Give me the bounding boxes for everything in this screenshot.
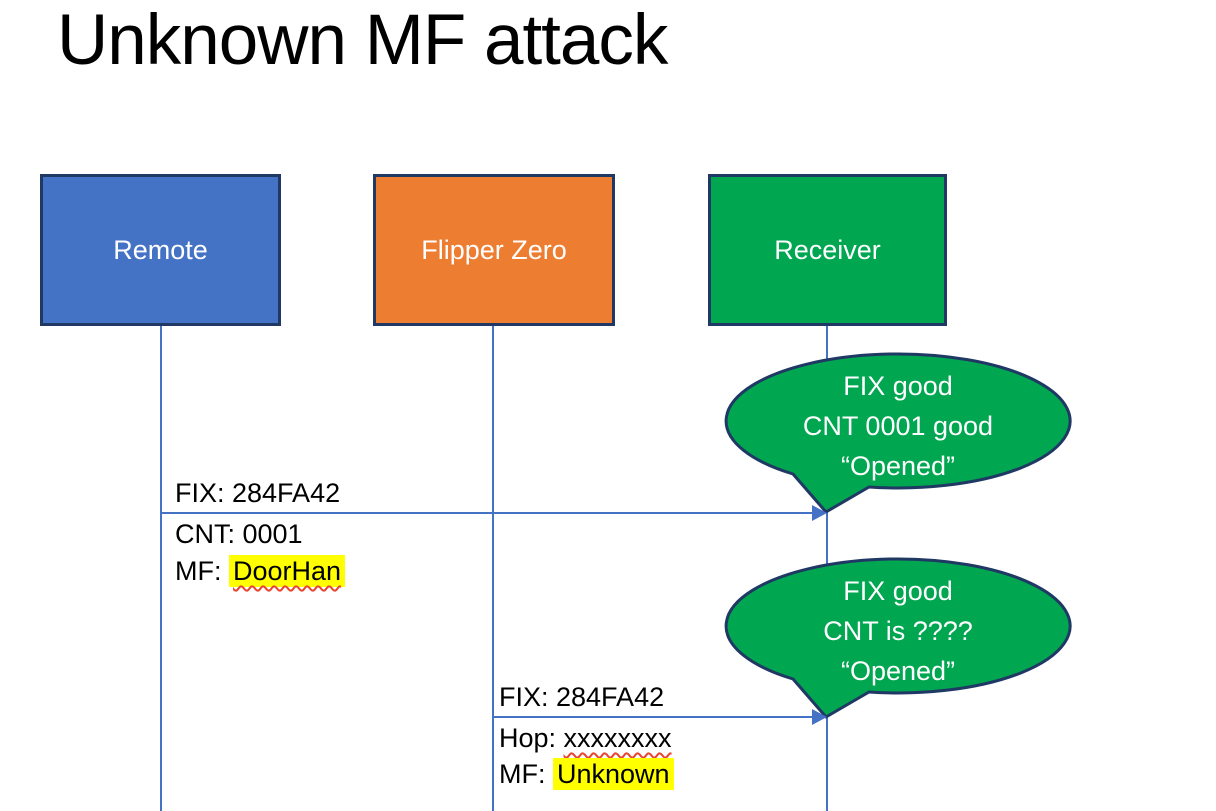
callout-receiver-second: FIX good CNT is ???? “Opened” [722,556,1074,721]
message2-mf-label: MF: Unknown [499,758,674,790]
message2-hop-label: Hop: xxxxxxxx [499,723,672,754]
message2-mf-prefix: MF: [499,759,553,789]
callout-second-text: FIX good CNT is ???? “Opened” [722,571,1074,691]
callout-first-text: FIX good CNT 0001 good “Opened” [722,366,1074,486]
actor-box-flipper-zero: Flipper Zero [373,174,615,326]
message-arrow-flipper-to-receiver [493,716,813,718]
message2-mf-value-highlighted: Unknown [553,758,674,790]
speech-bubble-shape [724,352,1072,514]
message-arrow-remote-to-receiver [161,512,813,514]
message2-hop-value: xxxxxxxx [563,723,672,753]
message2-hop-prefix: Hop: [499,723,564,753]
message1-mf-prefix: MF: [175,556,229,586]
callout-second-line1: FIX good [843,576,953,606]
callout-first-line1: FIX good [843,371,953,401]
callout-first-line2: CNT 0001 good [802,411,994,441]
actor-label-receiver: Receiver [774,234,881,265]
callout-second-line3: “Opened” [840,656,956,686]
message1-cnt-label: CNT: 0001 [175,519,303,549]
actor-box-remote: Remote [40,174,281,326]
message1-fix-label: FIX: 284FA42 [175,478,341,508]
page-title: Unknown MF attack [57,1,668,80]
actor-box-receiver: Receiver [708,174,947,326]
lifeline-remote [160,326,162,811]
arrowhead-icon [812,709,827,725]
arrowhead-icon [812,505,827,521]
actor-label-remote: Remote [113,234,208,265]
callout-receiver-first: FIX good CNT 0001 good “Opened” [722,351,1074,516]
callout-first-line3: “Opened” [840,451,956,481]
actor-label-flipper-zero: Flipper Zero [421,234,567,265]
message1-mf-value-highlighted: DoorHan [229,555,346,587]
message2-fix-label: FIX: 284FA42 [499,682,665,712]
callout-second-line2: CNT is ???? [823,616,973,646]
message1-mf-label: MF: DoorHan [175,555,346,587]
lifeline-flipper-zero [492,326,494,811]
speech-bubble-shape [724,557,1072,719]
